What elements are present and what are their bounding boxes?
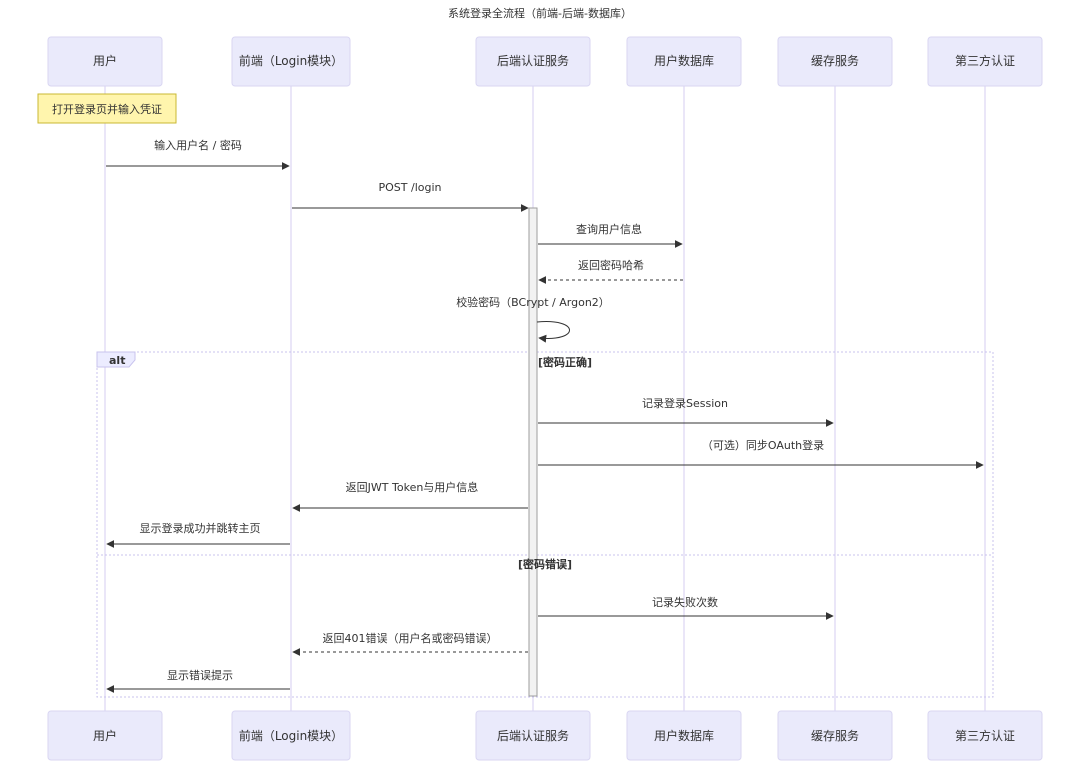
- message-record-failure: 记录失败次数: [538, 595, 834, 620]
- note-open-login: 打开登录页并输入凭证: [37, 93, 177, 124]
- actors-top: 用户 前端（Login模块） 后端认证服务 用户数据库 缓存服务 第三方认证: [47, 36, 1043, 87]
- actor-backend-bottom: 后端认证服务: [475, 710, 591, 761]
- actors-bottom: 用户 前端（Login模块） 后端认证服务 用户数据库 缓存服务 第三方认证: [47, 710, 1043, 761]
- message-arrow: [536, 321, 570, 343]
- actor-label: 用户数据库: [654, 728, 714, 743]
- message-verify-password: 校验密码（BCrypt / Argon2）: [456, 295, 610, 343]
- actor-label: 用户数据库: [654, 53, 714, 68]
- message-label: 记录失败次数: [652, 595, 718, 609]
- message-query-user: 查询用户信息: [538, 222, 683, 248]
- message-label: （可选）同步OAuth登录: [702, 438, 824, 452]
- actor-thirdparty-bottom: 第三方认证: [927, 710, 1043, 761]
- diagram-title: 系统登录全流程（前端-后端-数据库）: [448, 6, 632, 20]
- message-enter-credentials: 输入用户名 / 密码: [106, 138, 290, 170]
- message-show-error: 显示错误提示: [106, 668, 290, 693]
- actor-userdb-bottom: 用户数据库: [626, 710, 742, 761]
- alt-condition-failure: [密码错误]: [518, 557, 572, 571]
- message-label: 返回401错误（用户名或密码错误）: [323, 631, 498, 645]
- actor-label: 缓存服务: [811, 728, 859, 743]
- message-label: 记录登录Session: [642, 396, 728, 410]
- message-label: 显示错误提示: [167, 668, 233, 682]
- message-label: 返回JWT Token与用户信息: [346, 480, 479, 494]
- message-return-401: 返回401错误（用户名或密码错误）: [292, 631, 528, 656]
- actor-cache-bottom: 缓存服务: [777, 710, 893, 761]
- message-label: 输入用户名 / 密码: [154, 138, 242, 152]
- message-post-login: POST /login: [292, 181, 529, 212]
- actor-label: 用户: [93, 728, 117, 743]
- message-label: 返回密码哈希: [578, 258, 644, 272]
- actor-backend: 后端认证服务: [475, 36, 591, 87]
- actor-label: 后端认证服务: [497, 728, 569, 743]
- actor-thirdparty: 第三方认证: [927, 36, 1043, 87]
- message-label: 显示登录成功并跳转主页: [140, 521, 261, 535]
- note-text: 打开登录页并输入凭证: [52, 102, 162, 116]
- actor-user-bottom: 用户: [47, 710, 163, 761]
- actor-label: 后端认证服务: [497, 53, 569, 68]
- alt-keyword: alt: [109, 354, 125, 367]
- actor-label: 前端（Login模块）: [239, 53, 343, 68]
- actor-label: 用户: [93, 53, 117, 68]
- actor-cache: 缓存服务: [777, 36, 893, 87]
- alt-condition-success: [密码正确]: [538, 355, 592, 369]
- actor-frontend-bottom: 前端（Login模块）: [231, 710, 351, 761]
- alt-frame: [96, 351, 994, 698]
- alt-label-box: [96, 351, 136, 368]
- actor-frontend: 前端（Login模块）: [231, 36, 351, 87]
- lifelines: [104, 86, 986, 711]
- alt-block-labels: alt [密码正确] [密码错误]: [109, 354, 592, 571]
- message-return-hash: 返回密码哈希: [538, 258, 683, 284]
- actor-userdb: 用户数据库: [626, 36, 742, 87]
- actor-label: 缓存服务: [811, 53, 859, 68]
- actor-user: 用户: [47, 36, 163, 87]
- message-show-success: 显示登录成功并跳转主页: [106, 521, 290, 548]
- actor-label: 第三方认证: [955, 728, 1015, 743]
- actor-label: 前端（Login模块）: [239, 728, 343, 743]
- actor-label: 第三方认证: [955, 53, 1015, 68]
- message-label: 查询用户信息: [576, 222, 642, 236]
- message-label: POST /login: [379, 181, 442, 194]
- message-label: 校验密码（BCrypt / Argon2）: [456, 295, 610, 309]
- message-record-session: 记录登录Session: [538, 396, 834, 427]
- message-return-jwt: 返回JWT Token与用户信息: [292, 480, 528, 512]
- messages: 输入用户名 / 密码 POST /login 查询用户信息 返回密码哈希 校验密…: [106, 138, 984, 693]
- alt-block-frame: [96, 351, 994, 698]
- backend-activation-bar: [528, 207, 538, 697]
- message-oauth-sync: （可选）同步OAuth登录: [538, 438, 984, 469]
